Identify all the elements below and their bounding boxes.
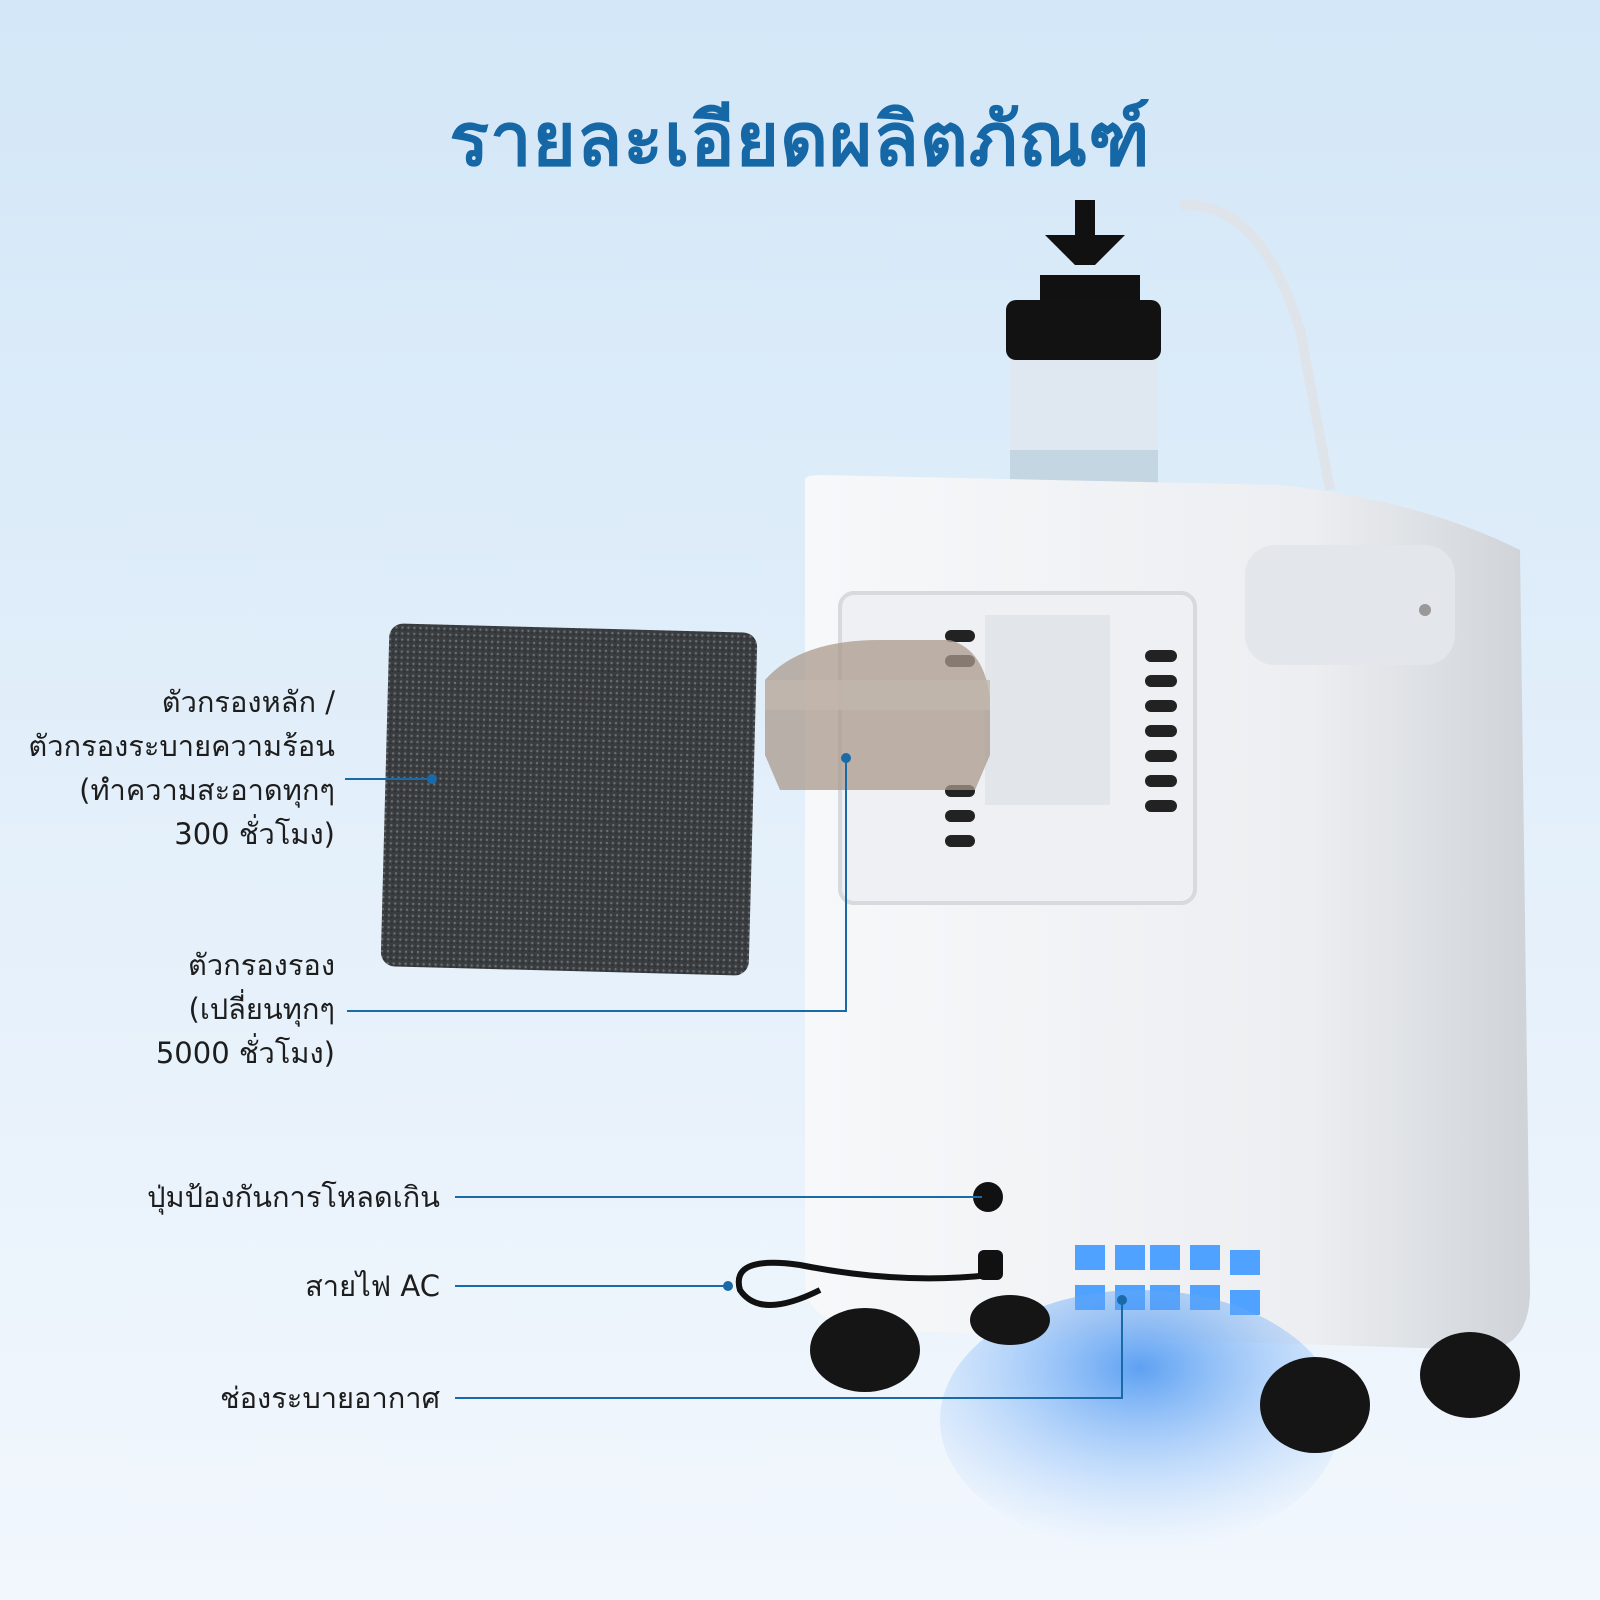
main-filter-sponge [380,623,758,976]
humidifier-bottle [1006,199,1335,491]
callout-ac-cord: สายไฟ AC [305,1269,440,1303]
overload-button [973,1182,1003,1212]
leader-lines [345,758,1123,1399]
callout-main-filter: ตัวกรองหลัก / ตัวกรองระบายความร้อน (ทำคว… [28,680,335,856]
callout-line: ตัวกรองระบายความร้อน [28,729,335,763]
airflow [940,1290,1340,1550]
ac-cord [735,1259,991,1308]
callout-line: (ทำความสะอาดทุกๆ [79,773,335,807]
callout-line: 5000 ชั่วโมง) [155,1036,335,1070]
callout-line: (เปลี่ยนทุกๆ [188,992,335,1026]
secondary-filter [765,640,990,790]
callout-line: ตัวกรองรอง [188,948,335,982]
callout-overload-button: ปุ่มป้องกันการโหลดเกิน [147,1180,440,1214]
callout-line: ตัวกรองหลัก / [161,685,335,719]
callout-secondary-filter: ตัวกรองรอง (เปลี่ยนทุกๆ 5000 ชั่วโมง) [156,943,335,1075]
wheels [810,1295,1520,1453]
page-title: รายละเอียดผลิตภัณฑ์ [449,97,1151,183]
callout-line: 300 ชั่วโมง) [174,817,335,851]
callout-air-vent: ช่องระบายอากาศ [219,1381,440,1415]
